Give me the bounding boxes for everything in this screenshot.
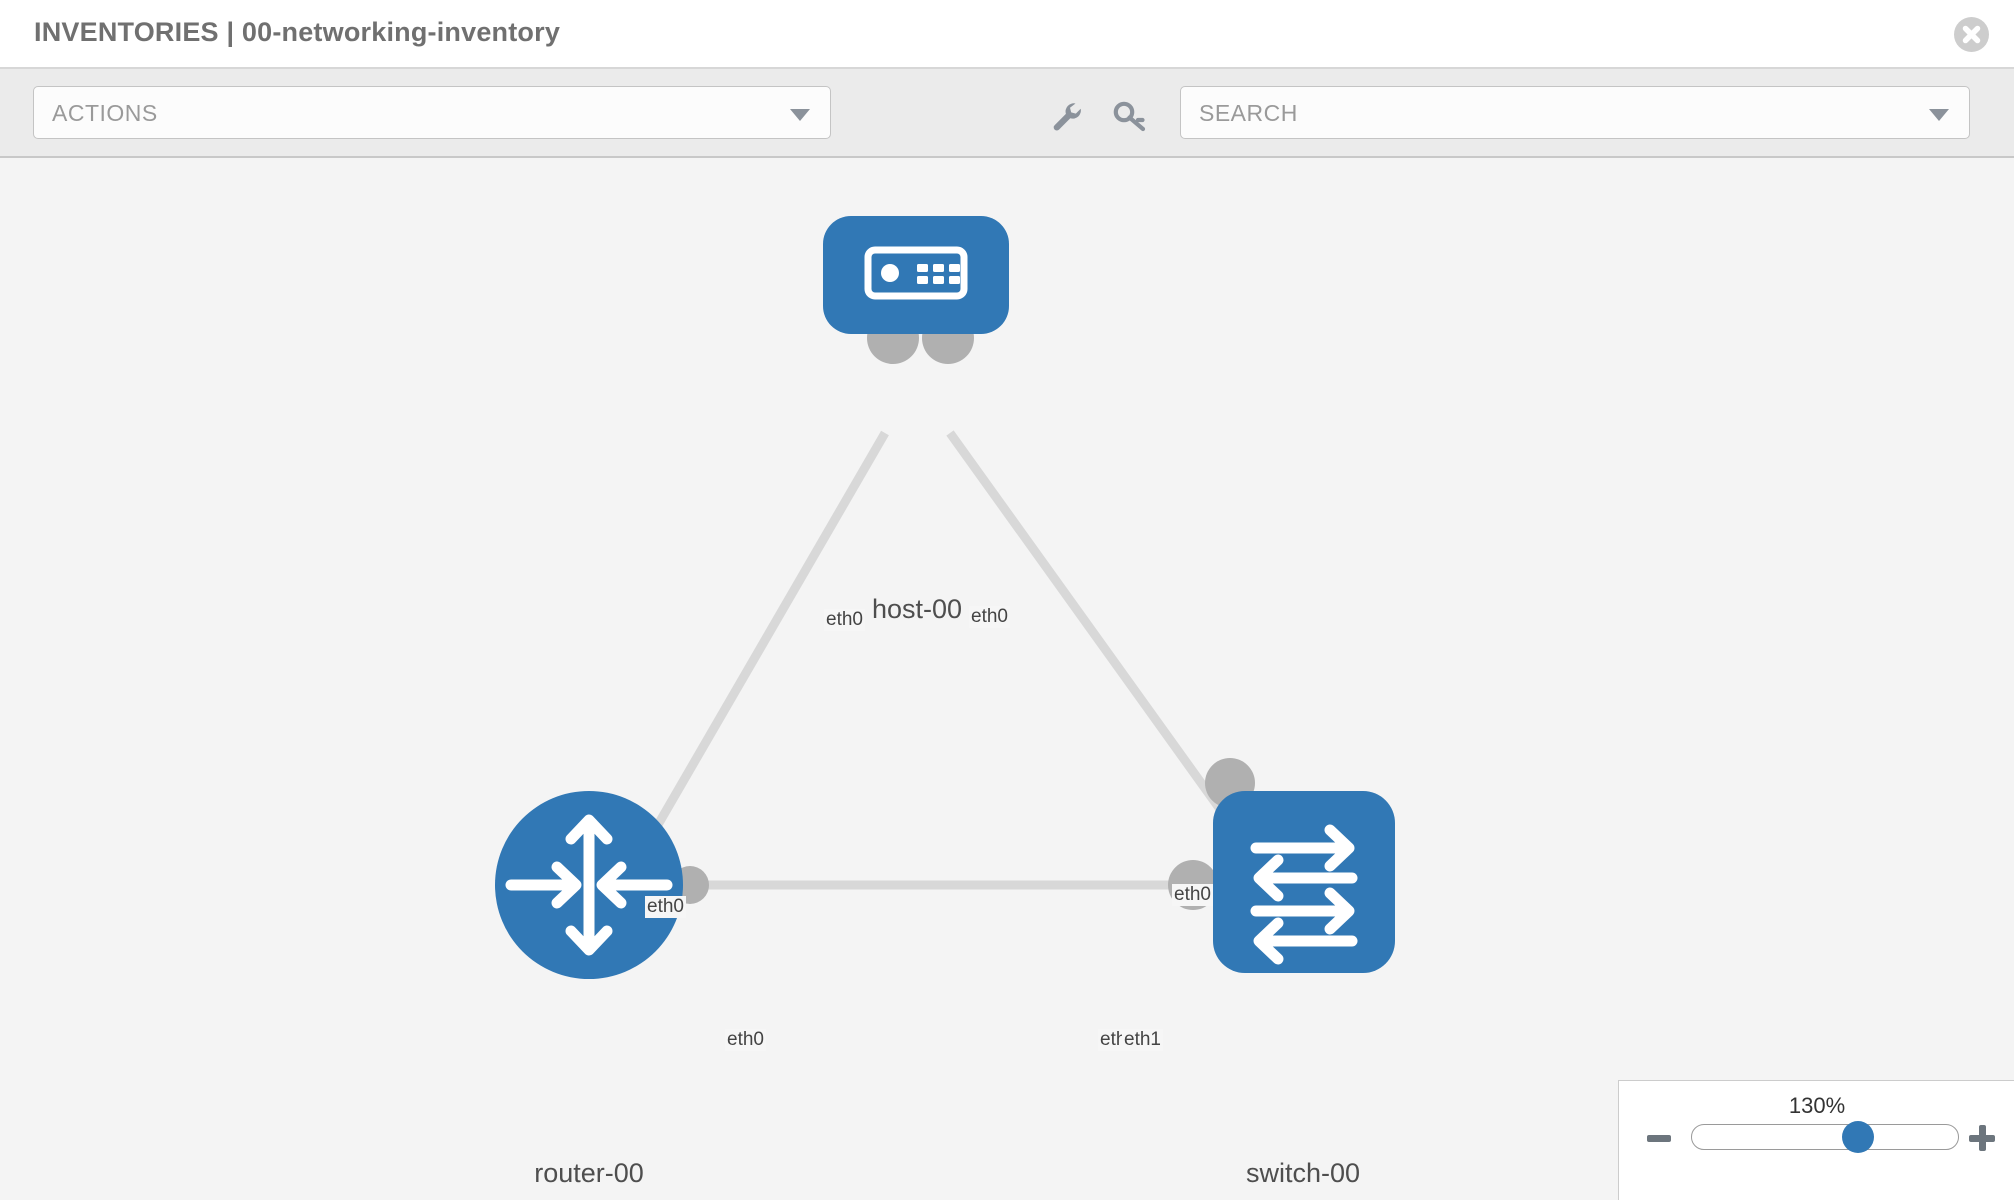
toolbar: ACTIONS SEARCH [0, 69, 2014, 158]
link-layer [626, 430, 1259, 890]
edge-label: eth0 [645, 896, 686, 918]
wrench-icon[interactable] [1045, 95, 1085, 135]
window-header: INVENTORIES | 00-networking-inventory [0, 0, 2014, 69]
minus-icon[interactable] [1647, 1135, 1671, 1142]
link-host-router [626, 430, 889, 876]
node-label-switch-00: switch-00 [1243, 1158, 1363, 1189]
edge-label: eth0 [1172, 884, 1213, 906]
search-placeholder: SEARCH [1199, 100, 1298, 126]
actions-dropdown-label: ACTIONS [52, 100, 158, 126]
chevron-down-icon [790, 109, 810, 121]
node-switch-00[interactable] [1213, 791, 1395, 973]
edge-label: eth0 [969, 606, 1010, 628]
page-title: INVENTORIES | 00-networking-inventory [34, 17, 561, 47]
node-label-router-00: router-00 [532, 1158, 646, 1189]
key-icon[interactable] [1110, 95, 1150, 135]
zoom-level-value: 130% [1788, 1093, 1846, 1118]
plus-icon[interactable] [1969, 1125, 1995, 1151]
zoom-control-panel: 130% [1618, 1080, 2014, 1200]
actions-dropdown[interactable]: ACTIONS [33, 86, 831, 139]
topology-canvas[interactable]: eth0 eth0 eth0 eth0 eth0 eth0 eth1 host-… [0, 158, 2014, 1200]
close-icon[interactable] [1954, 17, 1989, 52]
node-router-00[interactable] [495, 791, 683, 979]
chevron-down-icon[interactable] [1929, 109, 1949, 121]
zoom-slider-thumb[interactable] [1842, 1121, 1874, 1153]
edge-label: eth0 [725, 1029, 766, 1051]
topology-graph [495, 216, 1395, 979]
search-input[interactable]: SEARCH [1180, 86, 1970, 139]
node-label-host-00: host-00 [869, 594, 965, 625]
edge-label: eth0 [824, 609, 865, 631]
link-host-switch [946, 430, 1259, 861]
node-host-00[interactable] [823, 216, 1009, 334]
edge-label: eth1 [1122, 1029, 1163, 1051]
zoom-slider[interactable] [1691, 1124, 1959, 1150]
